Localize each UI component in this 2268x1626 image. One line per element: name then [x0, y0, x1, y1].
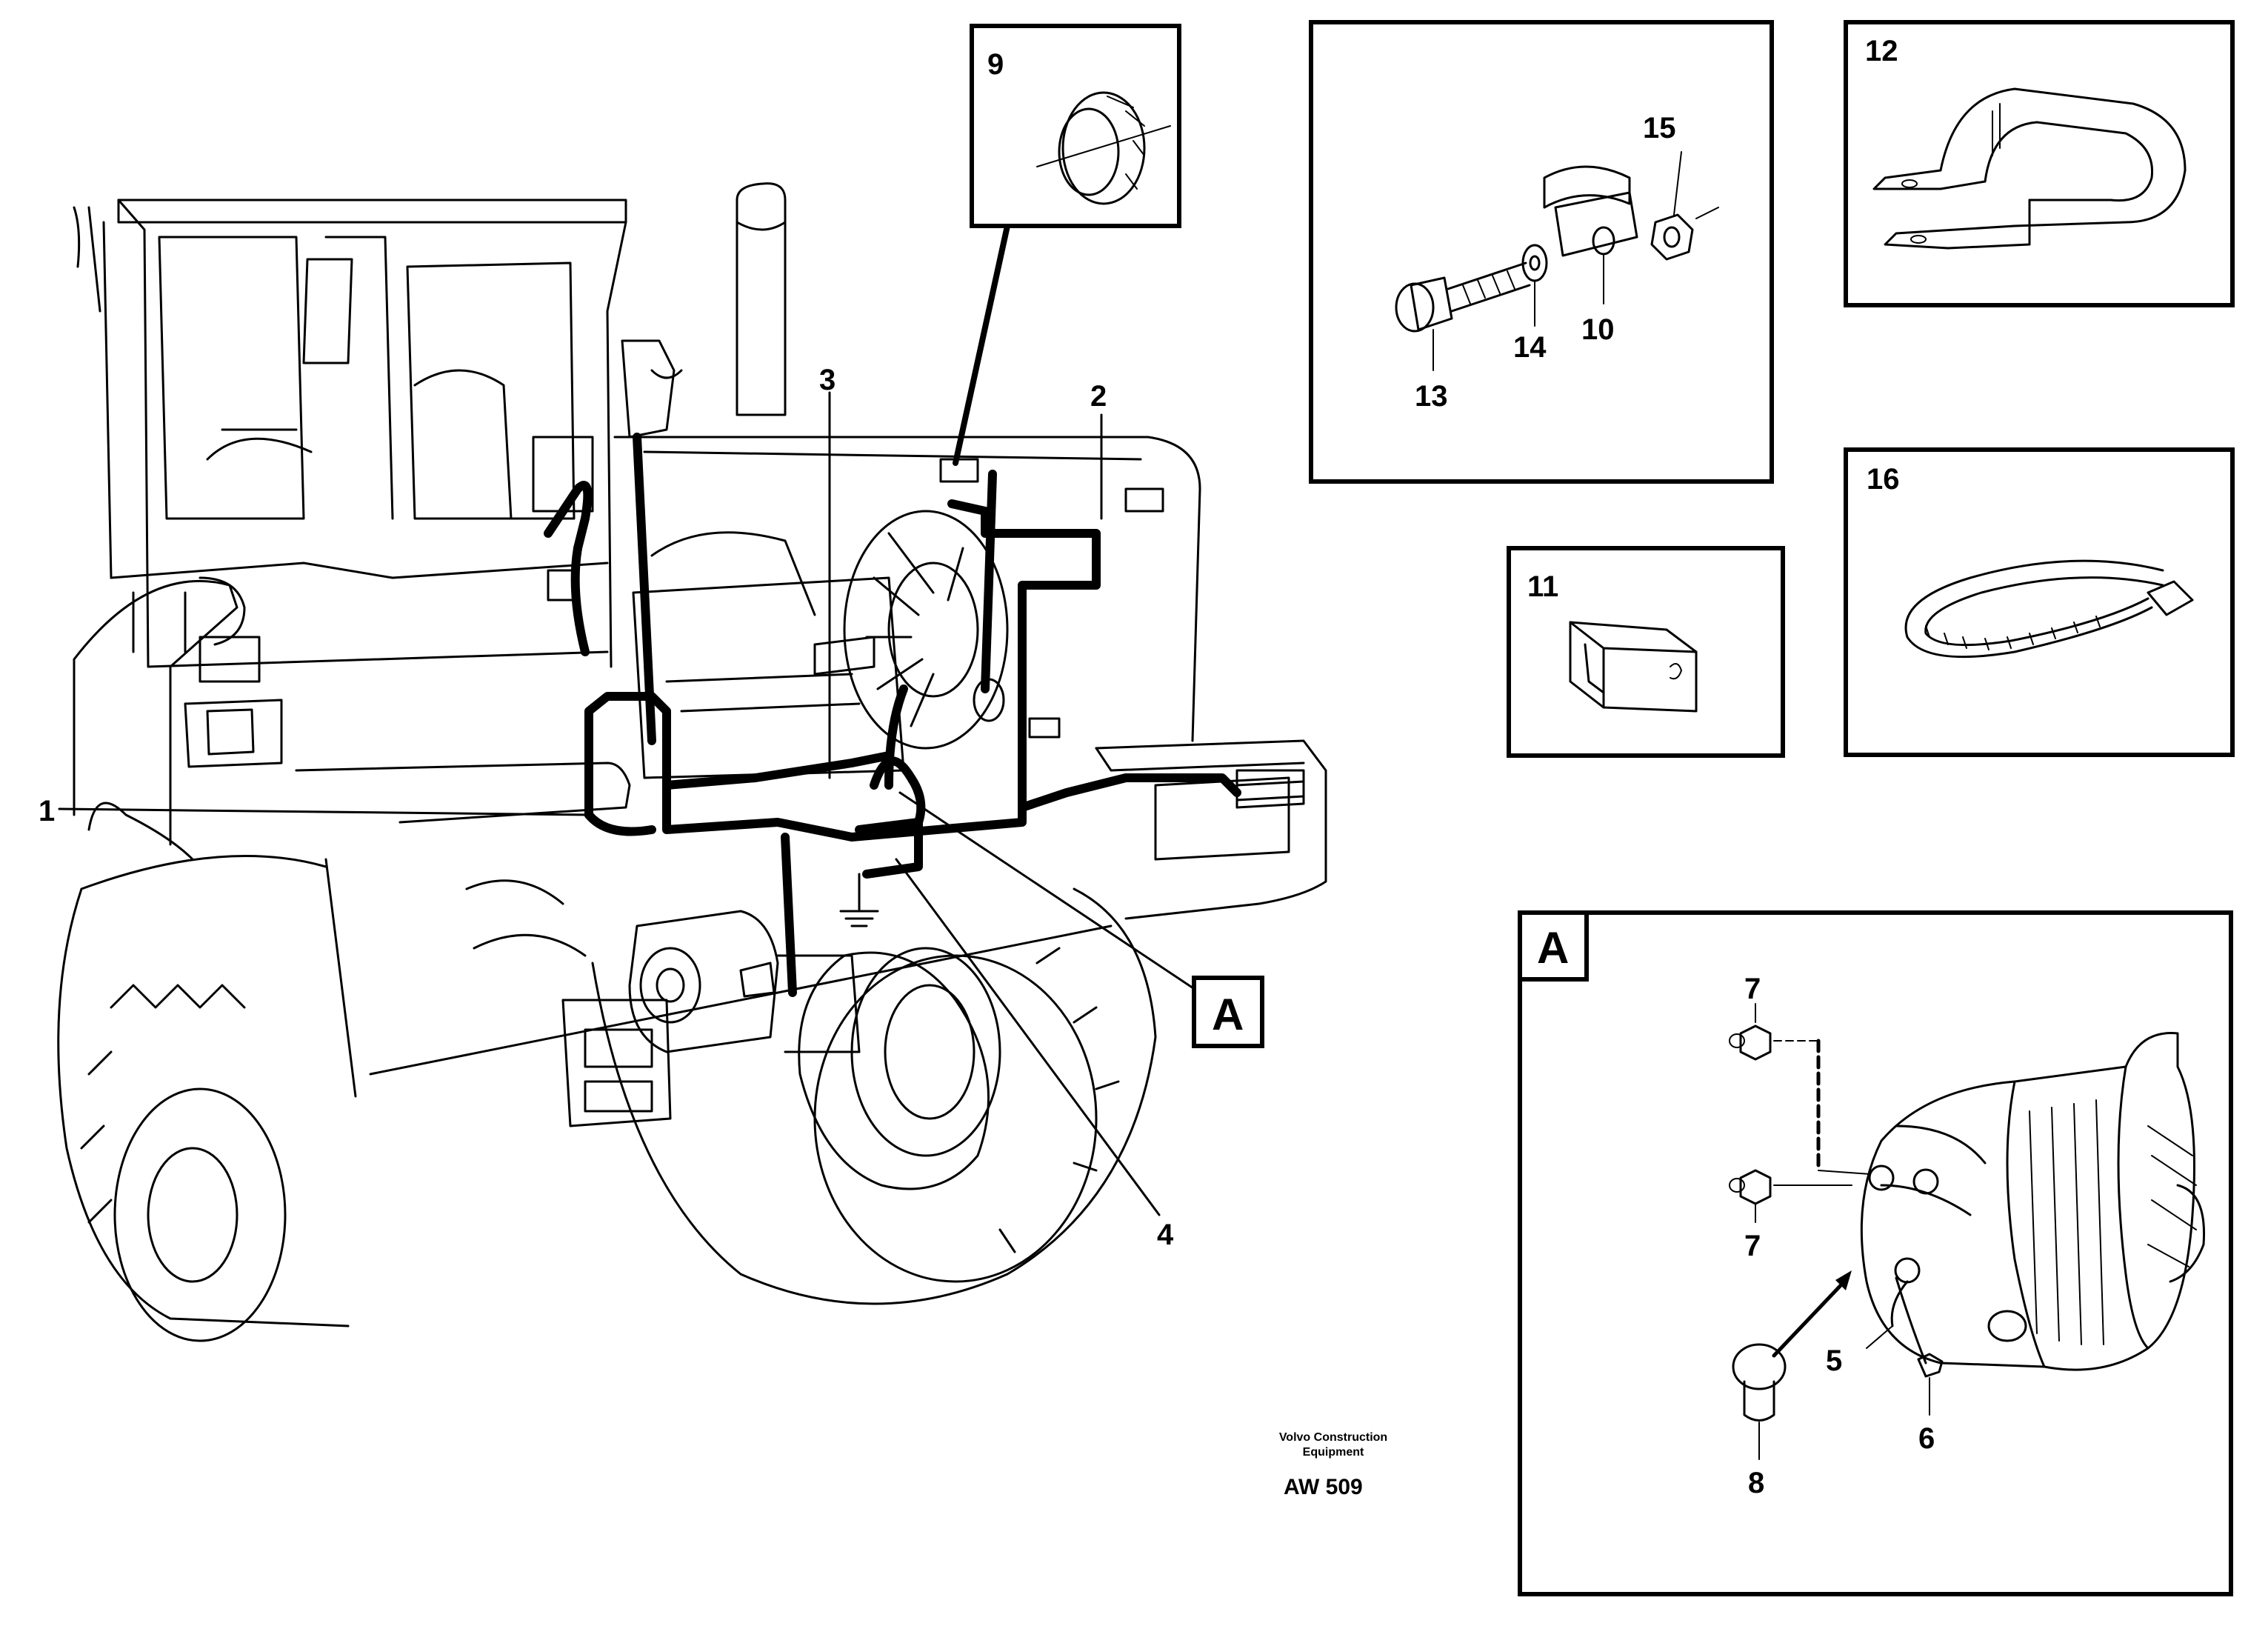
alternator [1860, 1032, 2206, 1371]
callout-1: 1 [39, 795, 55, 827]
front-wheel [57, 854, 350, 1342]
detail-a-panel: A [1518, 910, 2233, 1596]
clamp-part-10 [1543, 165, 1638, 304]
callout-15: 15 [1643, 112, 1676, 144]
leader-a [898, 791, 1201, 994]
caption-line-2: Equipment [1303, 1446, 1364, 1459]
detail-a-marker: A [1192, 976, 1264, 1048]
connector-part-6 [1917, 1353, 1944, 1416]
detail-12-panel: 12 [1844, 20, 2235, 307]
terminal-d-plus [1912, 1168, 1939, 1195]
nut-part-7-upper [1729, 1003, 1871, 1175]
callout-14: 14 [1513, 331, 1547, 364]
exhaust-pipe [736, 182, 787, 416]
leader-detail-9 [953, 223, 1010, 466]
rear-wheel [591, 887, 1157, 1305]
drawing-reference: AW 509 [1284, 1475, 1363, 1499]
callout-8: 8 [1748, 1467, 1764, 1499]
callout-7-lower: 7 [1744, 1230, 1761, 1262]
washer-part-14 [1521, 244, 1548, 327]
detail-a-marker-label: A [1212, 990, 1244, 1039]
counterweight [1095, 739, 1327, 920]
drawing-caption: Volvo Construction Equipment AW 509 [1279, 1431, 1387, 1499]
grommet-part-9 [1036, 91, 1171, 205]
wiring-harness [544, 433, 1305, 997]
detail-a-panel-title: A [1537, 923, 1569, 973]
detail-bolt-panel: 13 14 10 15 [1309, 20, 1774, 484]
callout-10: 10 [1581, 313, 1615, 346]
boom-arm [73, 576, 283, 846]
callout-7-upper: 7 [1744, 973, 1761, 1005]
detail-11-panel: 11 [1507, 546, 1785, 758]
callout-5: 5 [1826, 1345, 1842, 1377]
cable-part-5 [1866, 1276, 1927, 1365]
terminal-cap-part-8 [1732, 1270, 1852, 1460]
cable-tie-part-16 [1904, 559, 2194, 659]
chassis-frame [87, 762, 1113, 1098]
nut-part-7-lower [1729, 1169, 1852, 1223]
callout-6: 6 [1918, 1422, 1935, 1455]
cooling-fan [843, 510, 1009, 750]
operator-cab [73, 199, 627, 668]
callout-16: 16 [1867, 463, 1900, 496]
callout-13: 13 [1415, 380, 1448, 413]
detail-16-panel: 16 [1844, 447, 2235, 757]
detail-9-panel: 9 [970, 24, 1181, 228]
leader-1 [58, 807, 590, 816]
callout-2: 2 [1090, 380, 1107, 413]
nut-part-15 [1650, 151, 1719, 261]
terminal-b-plus [1868, 1164, 1895, 1191]
caption-line-1: Volvo Construction [1279, 1431, 1387, 1444]
main-callouts: 1 2 3 4 [39, 364, 1174, 1251]
edge-clip-part-11 [1569, 621, 1698, 713]
bolt-part-13 [1395, 261, 1531, 371]
callout-12: 12 [1865, 35, 1898, 67]
callout-9: 9 [987, 48, 1004, 81]
leader-4 [895, 858, 1161, 1216]
callout-3: 3 [819, 364, 836, 396]
transmission-unit [465, 879, 861, 1127]
leader-lines [58, 223, 1201, 1216]
wheel-loader-drawing [57, 182, 1327, 1342]
cable-clamp-part-12 [1872, 87, 2187, 250]
callout-4: 4 [1157, 1219, 1174, 1251]
callout-11: 11 [1527, 570, 1558, 603]
